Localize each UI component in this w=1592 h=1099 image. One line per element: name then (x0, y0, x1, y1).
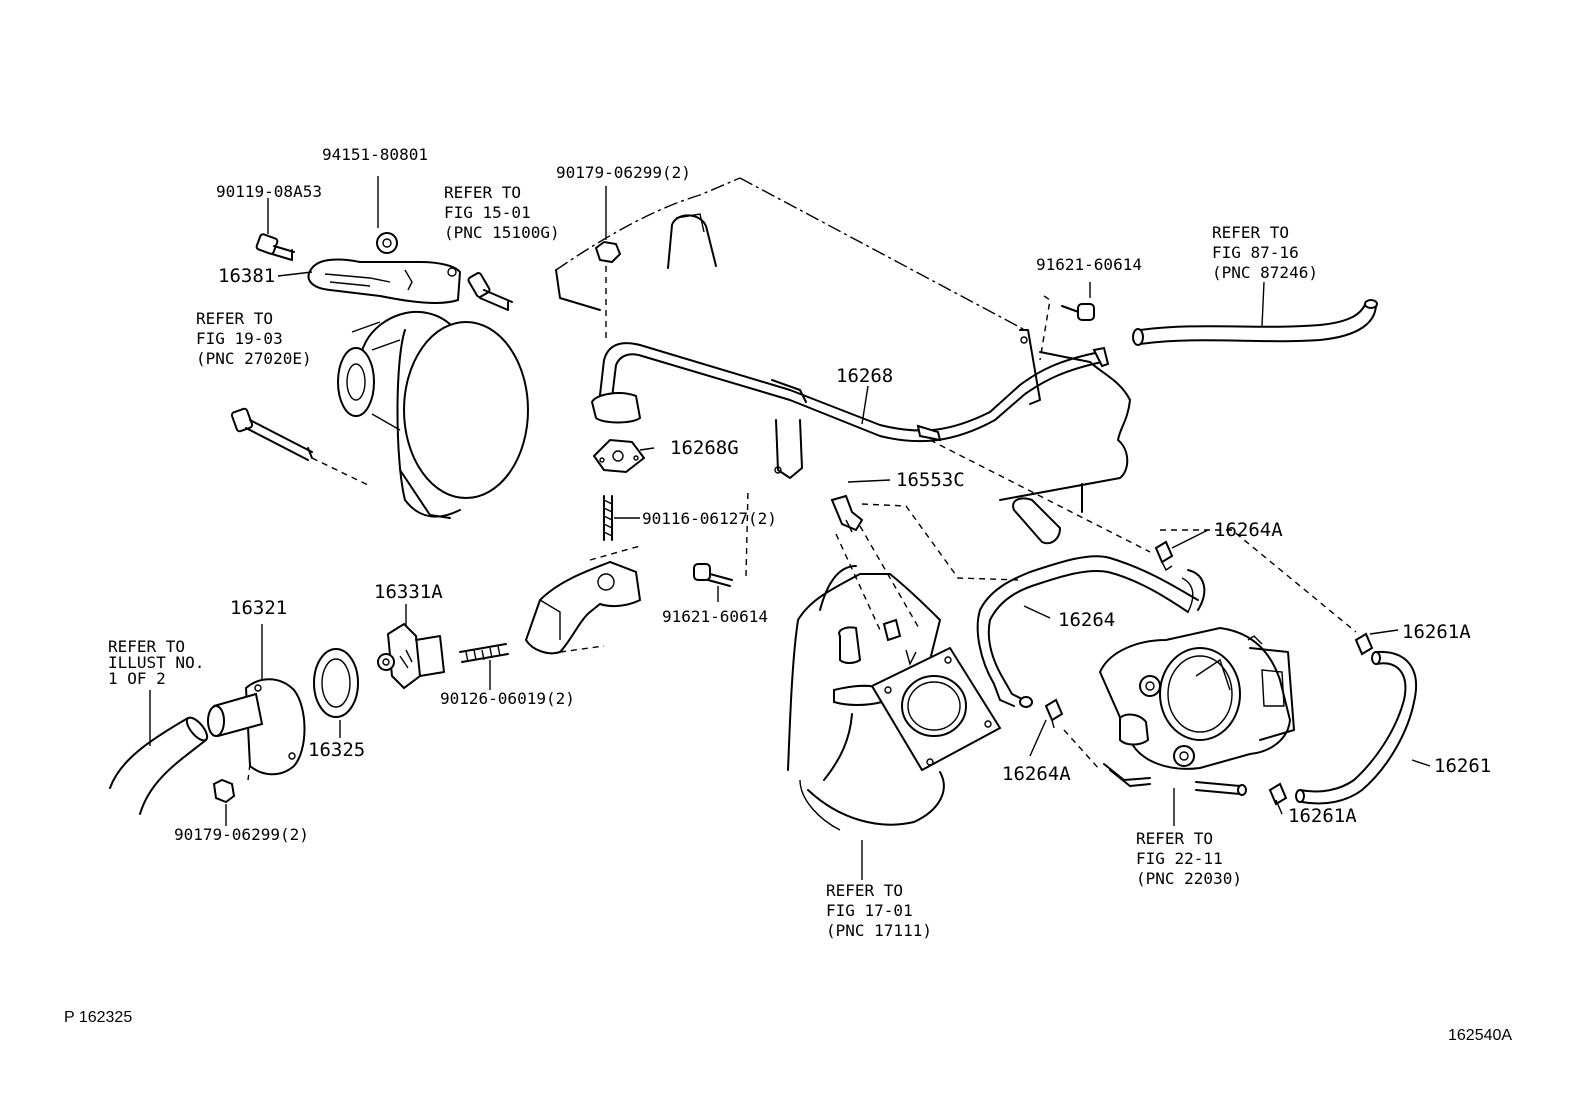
engine-block-outline (999, 351, 1131, 545)
label-refer17-line1: REFER TO (826, 881, 903, 900)
clamp-16264a-top-icon (1154, 540, 1174, 572)
gasket-16325-icon (313, 648, 359, 718)
gasket-16268g-icon (592, 438, 646, 474)
bolt-91621-top-icon (1039, 282, 1095, 361)
water-outlet-icon (524, 545, 642, 655)
label-refer19-line2: FIG 19-03 (196, 329, 283, 348)
label-refer19-line1: REFER TO (196, 309, 273, 328)
label-90116-06127: 90116-06127(2) (642, 509, 777, 528)
label-16268g: 16268G (670, 437, 739, 459)
footer-left-code: P 162325 (64, 1009, 132, 1026)
label-16261: 16261 (1434, 755, 1491, 777)
label-94151-80801: 94151-80801 (322, 145, 428, 164)
label-16331a: 16331A (374, 581, 443, 603)
label-16321: 16321 (230, 597, 287, 619)
label-referill-line3: 1 OF 2 (108, 669, 166, 688)
alternator-icon (337, 310, 529, 519)
label-refer87-line3: (PNC 87246) (1212, 263, 1318, 282)
label-90179-bot: 90179-06299(2) (174, 825, 309, 844)
label-16264a-top: 16264A (1214, 519, 1283, 541)
label-refer19-line3: (PNC 27020E) (196, 349, 312, 368)
label-refer22-line2: FIG 22-11 (1136, 849, 1223, 868)
bolt-91621-mid-icon (693, 489, 749, 598)
bypass-pipe-16268-icon (590, 329, 1110, 479)
nut-90179-top-icon (594, 186, 622, 340)
stud-90116-icon (603, 495, 613, 541)
clamp-16264a-bot-icon (1044, 698, 1101, 771)
intake-manifold-icon (787, 525, 1002, 831)
label-16381: 16381 (218, 265, 275, 287)
label-refer15-line2: FIG 15-01 (444, 203, 531, 222)
label-refer87-line2: FIG 87-16 (1212, 243, 1299, 262)
clamp-16553c-icon (830, 494, 1021, 581)
part-labels: 94151-80801 90119-08A53 16381 REFER TO F… (64, 145, 1512, 1044)
label-91621-mid: 91621-60614 (662, 607, 768, 626)
label-16268: 16268 (836, 365, 893, 387)
label-16553c: 16553C (896, 469, 965, 491)
clamp-16261a-top-icon (1354, 632, 1374, 656)
nut-94151-icon (376, 176, 398, 254)
radiator-hose-icon (109, 716, 209, 815)
long-bolt-icon (230, 407, 371, 487)
hose-87246-icon (1132, 299, 1378, 346)
stud-90126-icon (459, 643, 509, 663)
nut-90179-bot-icon (212, 778, 236, 826)
label-90119-08a53: 90119-08A53 (216, 182, 322, 201)
hose-16261-icon (1295, 650, 1417, 805)
label-refer17-line2: FIG 17-01 (826, 901, 913, 920)
label-refer15-line1: REFER TO (444, 183, 521, 202)
label-referill-line2: ILLUST NO. (108, 653, 204, 672)
leader-lines (149, 198, 1431, 880)
throttle-body-icon (1098, 626, 1295, 796)
label-refer17-line3: (PNC 17111) (826, 921, 932, 940)
bolt-90119-icon (255, 233, 295, 261)
label-refer15-line3: (PNC 15100G) (444, 223, 560, 242)
label-90126-06019: 90126-06019(2) (440, 689, 575, 708)
cylinder-head-outline (555, 177, 1026, 331)
hose-16264-icon (929, 439, 1357, 708)
label-referill-line1: REFER TO (108, 637, 185, 656)
label-16261a-top: 16261A (1402, 621, 1471, 643)
label-refer87-line1: REFER TO (1212, 223, 1289, 242)
label-16264: 16264 (1058, 609, 1115, 631)
label-16261a-bot: 16261A (1288, 805, 1357, 827)
label-16264a-bot: 16264A (1002, 763, 1071, 785)
stud-15100g-icon (467, 272, 513, 311)
footer-right-code: 162540A (1448, 1027, 1512, 1044)
clamp-16261a-bot-icon (1268, 782, 1288, 806)
thermostat-16331a-icon (377, 622, 445, 690)
label-16325: 16325 (308, 739, 365, 761)
bracket-16381-icon (307, 258, 462, 304)
water-inlet-16321-icon (207, 678, 306, 781)
label-refer22-line3: (PNC 22030) (1136, 869, 1242, 888)
label-90179-top: 90179-06299(2) (556, 163, 691, 182)
label-91621-top: 91621-60614 (1036, 255, 1142, 274)
label-refer22-line1: REFER TO (1136, 829, 1213, 848)
